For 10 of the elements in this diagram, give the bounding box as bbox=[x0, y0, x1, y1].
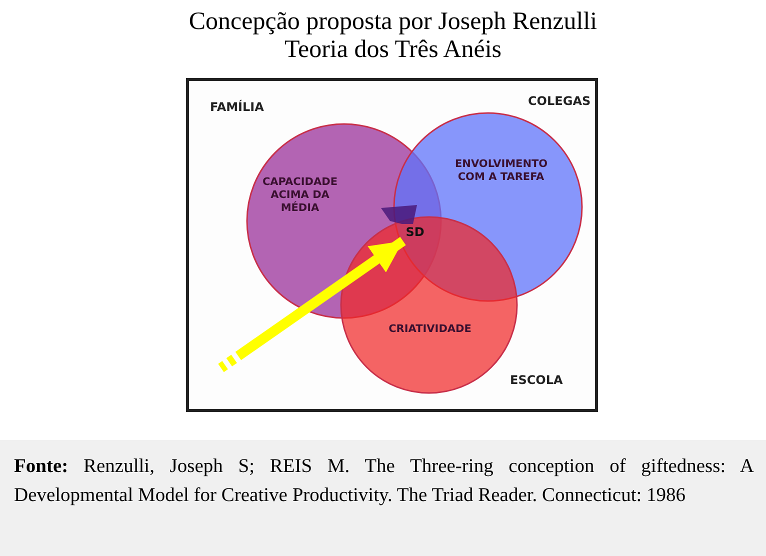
source-caption: Fonte: Renzulli, Joseph S; REIS M. The Three-ring conception of giftedness: A Developmental Model for Creative Productivity. The Triad Reader. Connecticut: 1986 bbox=[14, 455, 754, 508]
title: Concepção proposta por Joseph Renzulli Teoria dos Três Anéis bbox=[188, 8, 598, 64]
intersection-label: SD bbox=[401, 224, 429, 241]
context-label: FAMÍLIA bbox=[210, 100, 264, 114]
circle-label: CAPACIDADE ACIMA DA MÉDIA bbox=[261, 176, 339, 215]
context-label: COLEGAS bbox=[528, 94, 591, 108]
circle-label: CRIATIVIDADE bbox=[388, 323, 472, 336]
arrow bbox=[218, 236, 406, 372]
circle-label: ENVOLVIMENTO COM A TAREFA bbox=[455, 158, 547, 184]
context-label: ESCOLA bbox=[510, 373, 563, 387]
